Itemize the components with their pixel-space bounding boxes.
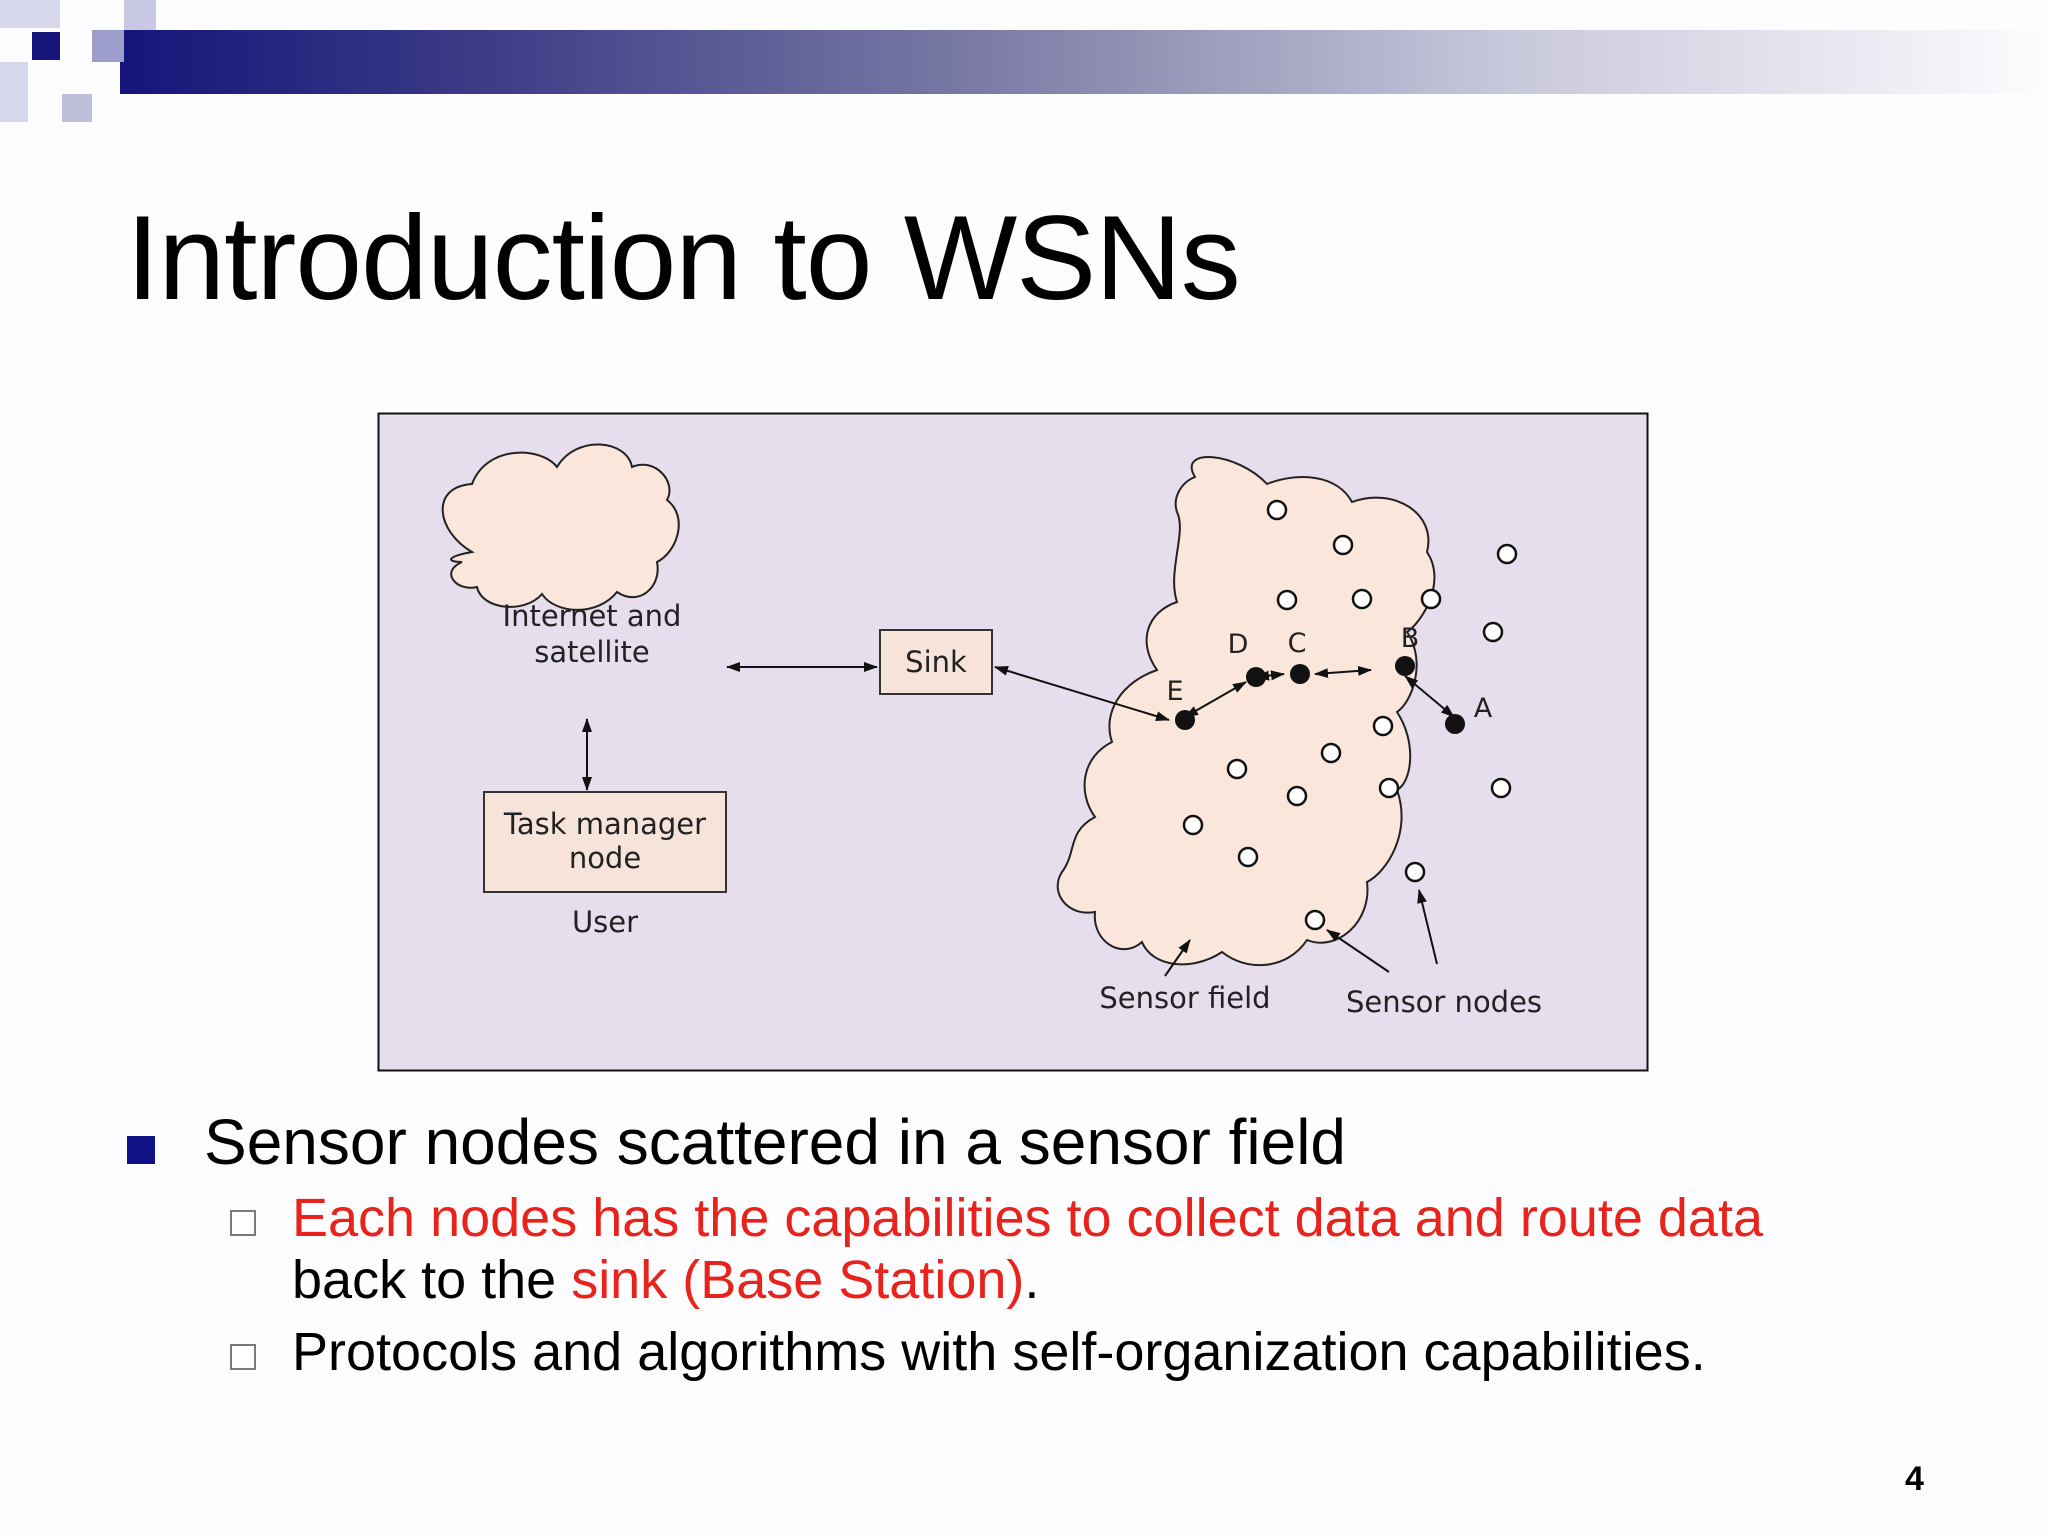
sensor-node bbox=[1276, 589, 1298, 611]
header-square-mid bbox=[92, 30, 124, 62]
header-square-light-2 bbox=[124, 0, 156, 30]
header-square-dark bbox=[32, 32, 60, 60]
hollow-square-bullet-icon bbox=[230, 1344, 256, 1370]
sensor-node bbox=[1372, 715, 1394, 737]
sensor-node bbox=[1320, 742, 1342, 764]
sink-box bbox=[879, 629, 993, 695]
sensor-node bbox=[1496, 543, 1518, 565]
node-label-e: E bbox=[1166, 676, 1183, 707]
node-b bbox=[1395, 656, 1415, 676]
bullet-list: Sensor nodes scattered in a sensor field… bbox=[126, 1102, 1986, 1383]
sensor-node bbox=[1404, 861, 1426, 883]
node-a bbox=[1445, 714, 1465, 734]
task-manager-label-line1: Task manager bbox=[503, 807, 706, 841]
header-square-light-4 bbox=[62, 94, 92, 122]
square-bullet-icon bbox=[127, 1136, 155, 1164]
internet-label-line1: Internet and bbox=[503, 599, 682, 633]
slide-title: Introduction to WSNs bbox=[126, 191, 1241, 325]
sensor-node bbox=[1420, 588, 1442, 610]
user-label: User bbox=[572, 905, 638, 939]
sensor-node bbox=[1266, 499, 1288, 521]
callout-arrow-sensor-node-1 bbox=[1326, 929, 1390, 973]
sensor-node bbox=[1304, 909, 1326, 931]
header-square-light-1 bbox=[0, 0, 60, 28]
sensor-node bbox=[1482, 621, 1504, 643]
bullet-sub-1-sink-text: sink (Base Station) bbox=[571, 1250, 1025, 1310]
node-c bbox=[1290, 664, 1310, 684]
bullet-main: Sensor nodes scattered in a sensor field bbox=[126, 1102, 1986, 1182]
header-square-light-3 bbox=[0, 62, 28, 122]
sensor-node bbox=[1332, 534, 1354, 556]
sensor-nodes-label: Sensor nodes bbox=[1346, 985, 1542, 1019]
node-label-a: A bbox=[1474, 693, 1493, 724]
internet-label-line2: satellite bbox=[534, 635, 649, 669]
bullet-sub-1: Each nodes has the capabilities to colle… bbox=[126, 1187, 1986, 1311]
sensor-node bbox=[1226, 758, 1248, 780]
node-d bbox=[1246, 667, 1266, 687]
arrow-node-e-node-d bbox=[1184, 681, 1247, 718]
sensor-node bbox=[1351, 588, 1373, 610]
sensor-node bbox=[1378, 777, 1400, 799]
header-gradient-bar bbox=[120, 30, 2048, 94]
bullet-sub-2-text: Protocols and algorithms with self-organ… bbox=[292, 1322, 1706, 1382]
sensor-node bbox=[1182, 814, 1204, 836]
node-label-c: C bbox=[1288, 628, 1307, 659]
hollow-square-bullet-icon bbox=[230, 1210, 256, 1236]
sensor-node bbox=[1490, 777, 1512, 799]
sensor-field-label: Sensor field bbox=[1099, 981, 1270, 1015]
arrow-sink-node-e bbox=[994, 666, 1170, 721]
internet-cloud bbox=[441, 443, 680, 611]
sink-label: Sink bbox=[905, 645, 967, 679]
bullet-sub-1-period: . bbox=[1024, 1250, 1040, 1310]
sensor-node bbox=[1286, 785, 1308, 807]
arrow-node-b-node-a bbox=[1404, 675, 1455, 718]
bullet-sub-2: Protocols and algorithms with self-organ… bbox=[126, 1321, 1986, 1383]
task-manager-label-line2: node bbox=[569, 841, 641, 875]
arrow-node-c-node-b bbox=[1314, 665, 1372, 679]
callout-arrow-sensor-field bbox=[1164, 939, 1191, 977]
bullet-sub-1-red-text: Each nodes has the capabilities to colle… bbox=[292, 1188, 1763, 1248]
sensor-nodes-group bbox=[1182, 499, 1518, 931]
sensor-node bbox=[1237, 846, 1259, 868]
bullet-main-text: Sensor nodes scattered in a sensor field bbox=[204, 1106, 1346, 1178]
bullet-sub-1-text: back to the bbox=[292, 1250, 572, 1310]
callout-arrow-sensor-node-2 bbox=[1417, 889, 1438, 965]
wsn-architecture-diagram: Internet and satellite Sink Task manager… bbox=[377, 412, 1649, 1072]
node-label-d: D bbox=[1228, 629, 1249, 660]
task-manager-box bbox=[483, 791, 727, 893]
page-number: 4 bbox=[1905, 1460, 1924, 1498]
node-e bbox=[1175, 710, 1195, 730]
node-label-b: B bbox=[1401, 623, 1420, 654]
